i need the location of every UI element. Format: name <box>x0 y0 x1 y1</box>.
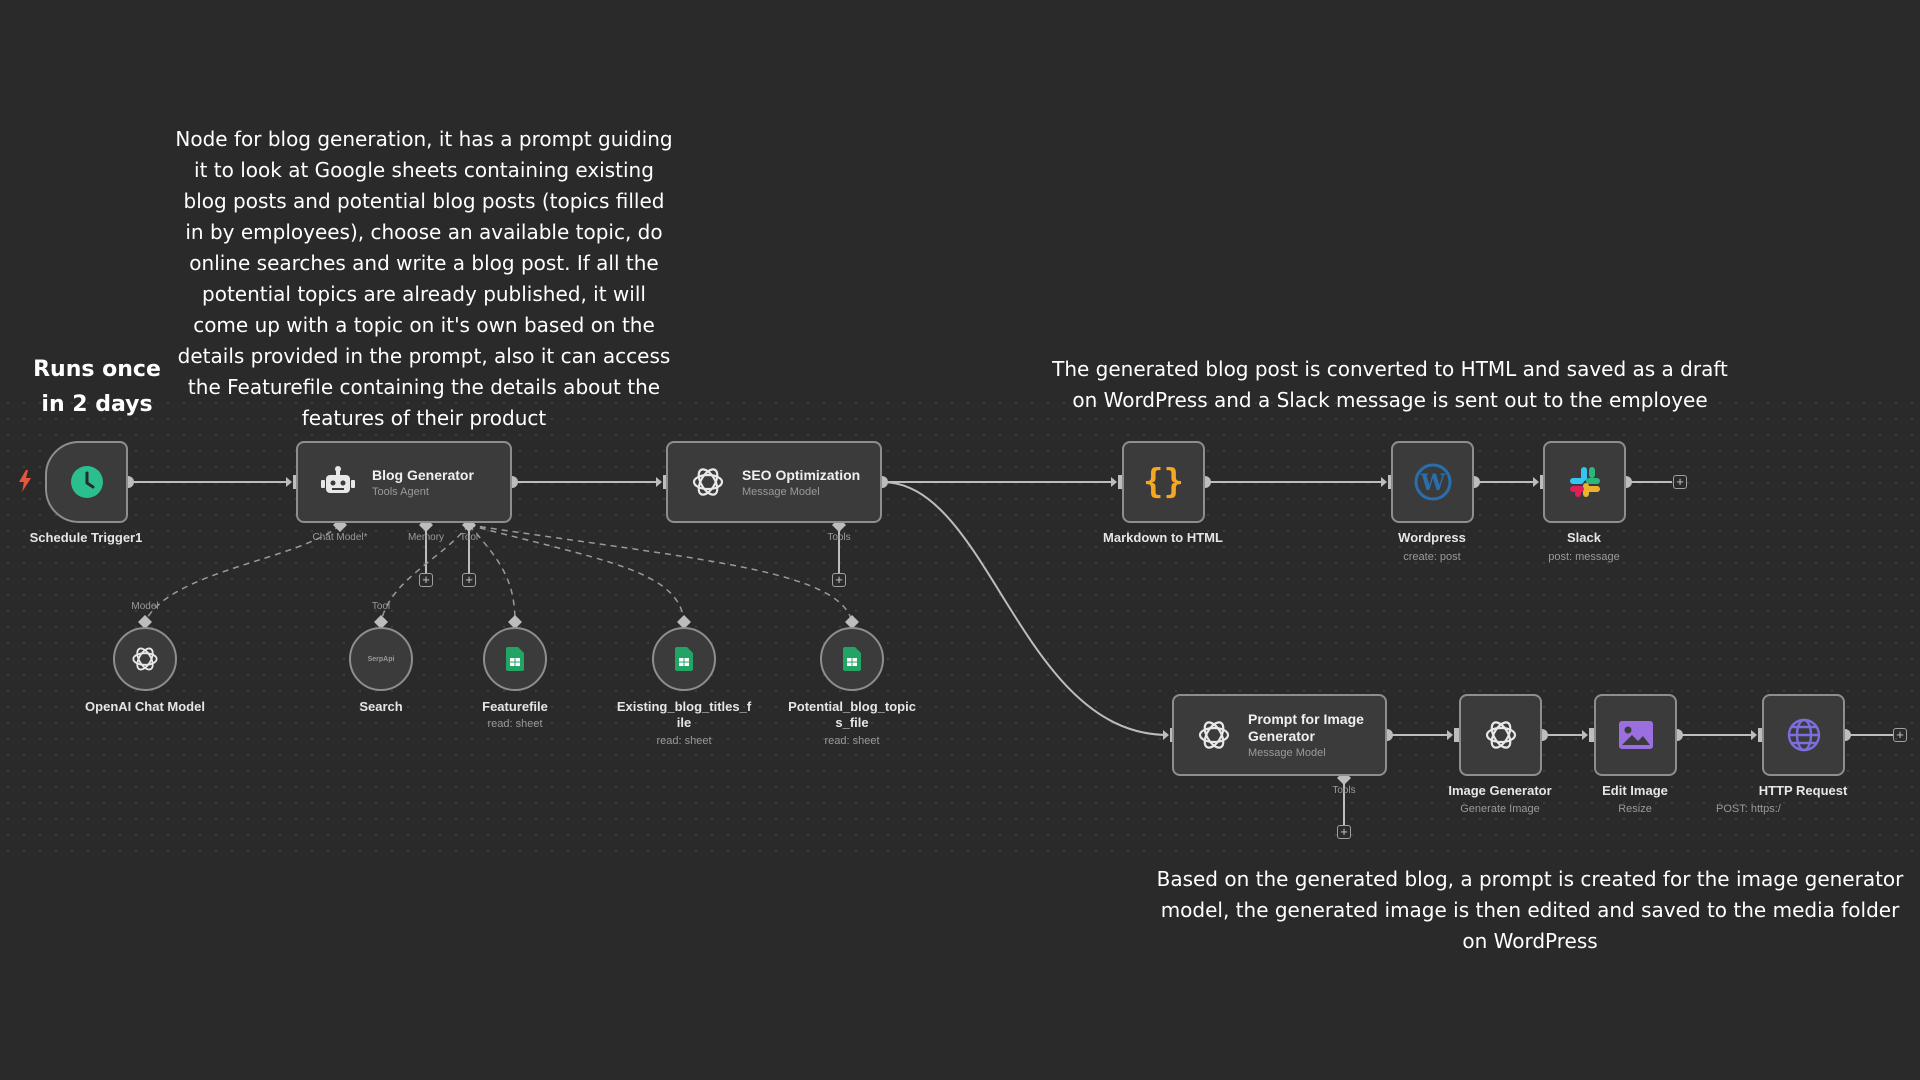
conn-potential <box>468 524 853 623</box>
http-request-node[interactable] <box>1762 694 1845 776</box>
edit-image-node[interactable] <box>1594 694 1677 776</box>
slack-icon <box>1569 467 1600 497</box>
wordpress-node[interactable]: W <box>1391 441 1474 523</box>
seo-title: SEO Optimization <box>742 466 861 483</box>
sheets-icon <box>506 647 524 671</box>
slack-sub: post: message <box>1548 551 1620 563</box>
conn-seo-prompt <box>881 481 1169 736</box>
slack-label: Slack <box>1567 530 1601 545</box>
add-after-http-button[interactable]: + <box>1893 728 1907 742</box>
trigger-bolt-icon <box>19 470 31 492</box>
http-request-sub: POST: https:/ <box>1716 803 1781 815</box>
openai-icon <box>1194 715 1234 755</box>
port-seo-tools: Tools <box>827 532 851 543</box>
globe-icon <box>1787 718 1820 752</box>
add-prompt-tool-button[interactable]: + <box>1337 825 1351 839</box>
prompt-image-title: Prompt for Image Generator <box>1248 711 1364 744</box>
image-gen-note: Based on the generated blog, a prompt is… <box>1156 867 1904 953</box>
seo-optimization-node[interactable]: SEO Optimization Message Model <box>666 441 882 523</box>
add-tool-button[interactable]: + <box>462 573 476 587</box>
existing-blog-titles-label: Existing_blog_titles_f ile <box>616 699 752 730</box>
html-wordpress-note: The generated blog post is converted to … <box>1052 357 1728 412</box>
port-prompt-tools: Tools <box>1332 785 1356 796</box>
sheets-icon <box>675 647 693 671</box>
image-icon <box>1618 721 1653 749</box>
runs-once-note: Runs once in 2 days <box>33 357 161 417</box>
braces-icon: {} <box>1143 462 1184 502</box>
prompt-image-generator-node[interactable]: Prompt for Image Generator Message Model <box>1172 694 1387 776</box>
add-memory-button[interactable]: + <box>419 573 433 587</box>
image-generator-label: Image Generator <box>1448 783 1552 798</box>
markdown-to-html-node[interactable]: {} <box>1122 441 1205 523</box>
image-generator-sub: Generate Image <box>1460 803 1540 815</box>
blog-generator-title: Blog Generator <box>372 466 474 483</box>
edit-image-label: Edit Image <box>1602 783 1668 798</box>
svg-text:W: W <box>1419 470 1445 496</box>
existing-blog-titles-sub: read: sheet <box>656 735 712 747</box>
port-model: Model <box>131 601 159 612</box>
wordpress-sub: create: post <box>1403 551 1461 563</box>
markdown-label: Markdown to HTML <box>1103 530 1223 545</box>
openai-chat-label: OpenAI Chat Model <box>85 699 205 714</box>
openai-icon <box>688 462 728 502</box>
slack-node[interactable] <box>1543 441 1626 523</box>
search-node[interactable]: SerpApi <box>349 627 413 691</box>
potential-blog-topics-sub: read: sheet <box>824 735 880 747</box>
conn-featurefile <box>468 524 516 623</box>
clock-icon <box>70 466 103 498</box>
wordpress-label: Wordpress <box>1398 530 1466 545</box>
blog-generator-subtitle: Tools Agent <box>372 485 429 498</box>
port-search-tool: Tool <box>371 601 391 612</box>
blog-generator-node[interactable]: Blog Generator Tools Agent <box>296 441 512 523</box>
sheets-icon <box>843 647 861 671</box>
image-generator-node[interactable] <box>1459 694 1542 776</box>
featurefile-sub: read: sheet <box>487 718 543 730</box>
conn-openai-chat <box>144 524 341 623</box>
add-seo-tool-button[interactable]: + <box>832 573 846 587</box>
seo-subtitle: Message Model <box>742 485 820 498</box>
port-tool: Tool <box>459 532 479 543</box>
search-label: Search <box>359 699 403 714</box>
robot-icon <box>318 462 358 502</box>
add-after-slack-button[interactable]: + <box>1673 475 1687 489</box>
potential-blog-topics-node[interactable] <box>820 627 884 691</box>
potential-blog-topics-label: Potential_blog_topic s_file <box>788 699 916 730</box>
featurefile-node[interactable] <box>483 627 547 691</box>
port-chat-model: Chat Model* <box>312 532 368 543</box>
schedule-trigger-label: Schedule Trigger1 <box>29 530 143 545</box>
blog-generator-note: Node for blog generation, it has a promp… <box>175 127 673 430</box>
openai-icon <box>1485 721 1516 749</box>
port-memory: Memory <box>407 532 445 543</box>
edit-image-sub: Resize <box>1618 803 1652 815</box>
wordpress-icon: W <box>1414 463 1451 501</box>
serpapi-icon: SerpApi <box>367 655 395 663</box>
openai-chat-model-node[interactable] <box>113 627 177 691</box>
prompt-image-subtitle: Message Model <box>1248 747 1326 759</box>
featurefile-label: Featurefile <box>482 699 548 714</box>
schedule-trigger-node[interactable] <box>45 441 128 523</box>
http-request-label: HTTP Request <box>1758 783 1848 798</box>
openai-icon <box>132 647 158 671</box>
existing-blog-titles-node[interactable] <box>652 627 716 691</box>
conn-search <box>380 524 470 623</box>
conn-existing <box>468 524 685 623</box>
